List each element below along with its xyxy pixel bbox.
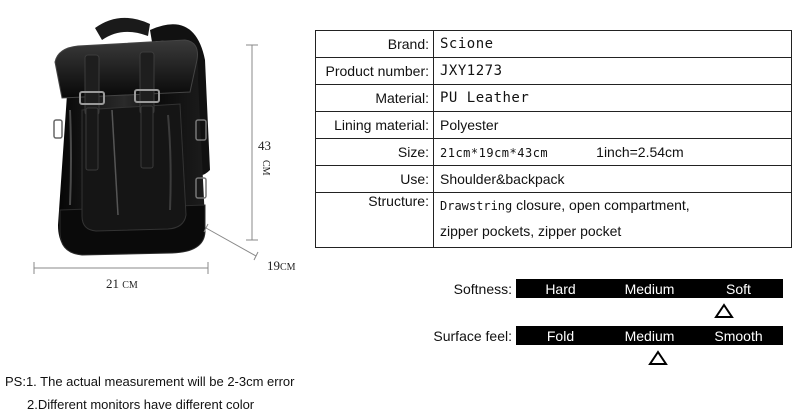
spec-row-brand: Brand: Scione: [315, 30, 792, 58]
width-value: 21: [106, 276, 119, 291]
surface-feel-bar: Fold Medium Smooth: [516, 326, 783, 345]
spec-value: JXY1273: [433, 57, 792, 85]
width-dimension-label: 21 CM: [106, 276, 138, 292]
spec-value: Scione: [433, 30, 792, 58]
spec-label: Brand:: [315, 30, 434, 58]
spec-value: PU Leather: [433, 84, 792, 112]
structure-prefix: Drawstring: [440, 199, 513, 213]
spec-value: Polyester: [433, 111, 792, 139]
surface-level-medium: Medium: [624, 327, 675, 344]
spec-value-cell: Drawstring closure, open compartment, zi…: [433, 192, 792, 248]
spec-label: Product number:: [315, 57, 434, 85]
spec-table: Brand: Scione Product number: JXY1273 Ma…: [315, 30, 792, 248]
softness-label: Softness:: [453, 281, 512, 297]
triangle-icon: [714, 303, 735, 318]
spec-label: Use:: [315, 165, 434, 193]
spec-value: Shoulder&backpack: [433, 165, 792, 193]
spec-row-structure: Structure: Drawstring closure, open comp…: [315, 192, 792, 248]
height-dimension-label: 43 CM: [258, 138, 271, 176]
spec-row-use: Use: Shoulder&backpack: [315, 165, 792, 193]
surface-level-smooth: Smooth: [714, 327, 763, 344]
product-image-area: 43 CM 21 CM 19CM: [0, 0, 310, 300]
spec-label: Size:: [315, 138, 434, 166]
spec-value-cell: 21cm*19cm*43cm 1inch=2.54cm: [433, 138, 792, 166]
note-line-1: PS:1. The actual measurement will be 2-3…: [5, 374, 295, 389]
notes: PS:1. The actual measurement will be 2-3…: [5, 370, 295, 416]
surface-feel-label: Surface feel:: [433, 328, 512, 344]
spec-label: Lining material:: [315, 111, 434, 139]
structure-rest: closure, open compartment,: [512, 197, 690, 213]
structure-line-2: zipper pockets, zipper pocket: [440, 223, 622, 239]
depth-unit: CM: [280, 262, 296, 273]
size-conversion: 1inch=2.54cm: [596, 144, 684, 160]
spec-row-size: Size: 21cm*19cm*43cm 1inch=2.54cm: [315, 138, 792, 166]
spec-row-lining: Lining material: Polyester: [315, 111, 792, 139]
size-value: 21cm*19cm*43cm: [440, 146, 549, 160]
width-unit: CM: [122, 280, 138, 291]
softness-level-soft: Soft: [726, 280, 751, 297]
softness-level-medium: Medium: [624, 280, 675, 297]
triangle-icon: [647, 350, 668, 365]
backpack-illustration: [33, 17, 259, 274]
surface-level-fold: Fold: [546, 327, 575, 344]
spec-row-product-number: Product number: JXY1273: [315, 57, 792, 85]
spec-label: Material:: [315, 84, 434, 112]
depth-value: 19: [267, 258, 280, 273]
depth-dimension-label: 19CM: [267, 258, 296, 274]
spec-label: Structure:: [315, 192, 434, 248]
note-line-2: 2.Different monitors have different colo…: [27, 397, 255, 412]
structure-line-1: Drawstring closure, open compartment,: [440, 193, 791, 219]
softness-bar: Hard Medium Soft: [516, 279, 783, 298]
height-value: 43: [258, 138, 271, 153]
spec-row-material: Material: PU Leather: [315, 84, 792, 112]
softness-level-hard: Hard: [545, 280, 576, 297]
height-unit: CM: [260, 160, 271, 176]
